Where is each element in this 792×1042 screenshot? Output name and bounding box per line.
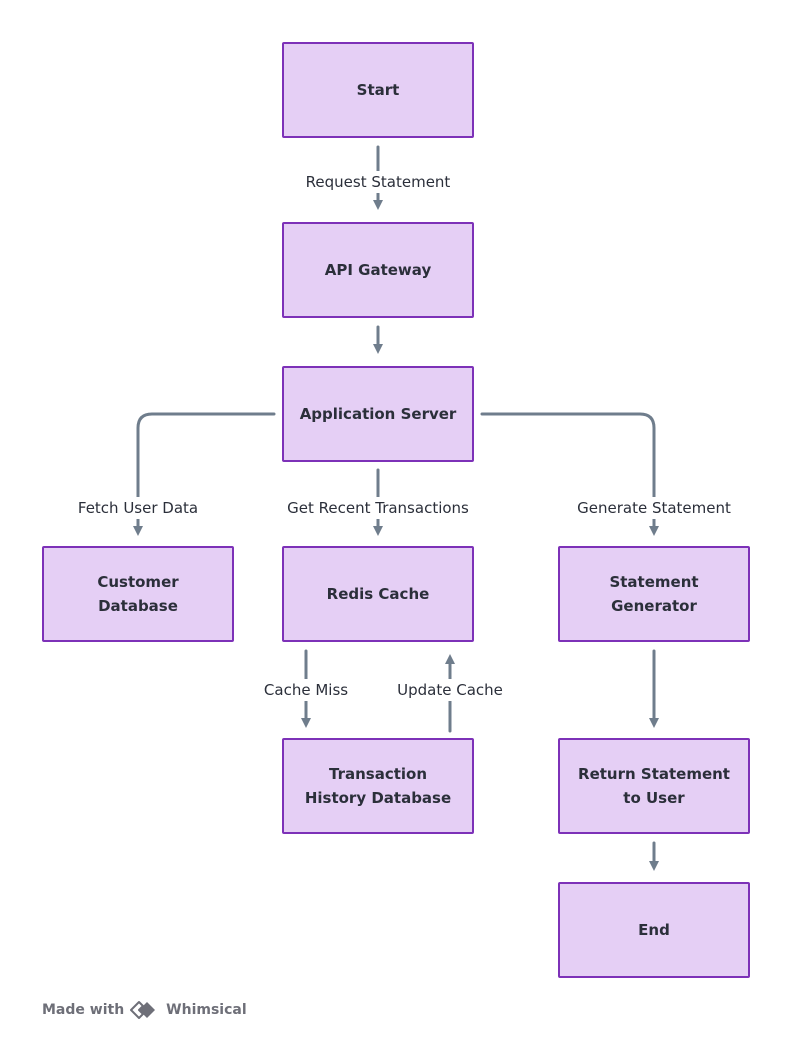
edge-app-server-to-customer-db <box>133 412 276 536</box>
node-redis-cache-label: Redis Cache <box>326 585 430 603</box>
node-application-server[interactable]: Application Server <box>282 366 474 462</box>
node-customer-database[interactable]: Customer Database <box>42 546 234 642</box>
edge-label-cache-miss: Cache Miss <box>261 679 351 701</box>
node-api-gateway-label: API Gateway <box>324 261 432 279</box>
edge-label-request-statement: Request Statement <box>303 171 453 193</box>
edge-app-server-to-statement-generator <box>480 412 659 536</box>
node-statement-generator-label: Statement Generator <box>609 573 699 615</box>
edge-label-get-recent-transactions: Get Recent Transactions <box>285 497 471 519</box>
node-redis-cache[interactable]: Redis Cache <box>282 546 474 642</box>
node-application-server-label: Application Server <box>299 405 457 423</box>
edge-label-fetch-user-data: Fetch User Data <box>75 497 201 519</box>
node-transaction-history-database[interactable]: Transaction History Database <box>282 738 474 834</box>
whimsical-logo-icon <box>130 1000 160 1020</box>
edge-label-update-cache: Update Cache <box>395 679 505 701</box>
made-with-text: Made with <box>42 1002 125 1018</box>
node-return-statement[interactable]: Return Statement to User <box>558 738 750 834</box>
node-customer-database-label: Customer Database <box>97 573 179 615</box>
node-return-statement-label: Return Statement to User <box>578 765 730 807</box>
made-with-whimsical-badge[interactable]: Made with Whimsical <box>42 998 247 1022</box>
node-start-label: Start <box>356 81 400 99</box>
node-start[interactable]: Start <box>282 42 474 138</box>
edge-label-generate-statement: Generate Statement <box>575 497 733 519</box>
node-api-gateway[interactable]: API Gateway <box>282 222 474 318</box>
node-end[interactable]: End <box>558 882 750 978</box>
node-end-label: End <box>638 921 670 939</box>
node-statement-generator[interactable]: Statement Generator <box>558 546 750 642</box>
node-transaction-history-database-label: Transaction History Database <box>304 765 452 807</box>
whimsical-brand-text: Whimsical <box>166 1002 247 1018</box>
